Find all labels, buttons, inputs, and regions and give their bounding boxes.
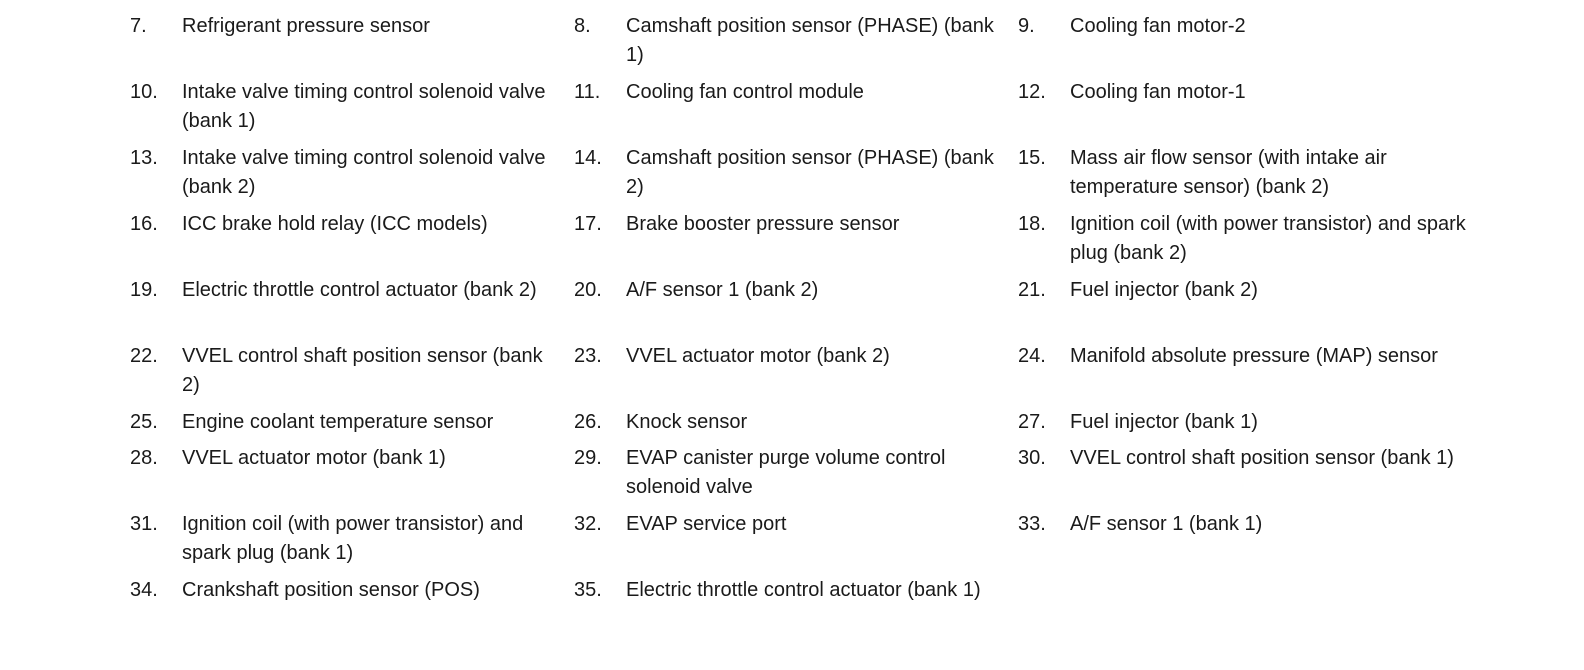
item-description: Fuel injector (bank 1)	[1070, 411, 1258, 433]
item-description: Crankshaft position sensor (POS)	[182, 579, 480, 601]
item-number: 9.	[1018, 15, 1035, 37]
item-number: 31.	[130, 513, 158, 535]
item-description: Electric throttle control actuator (bank…	[182, 279, 537, 301]
item-description: A/F sensor 1 (bank 1)	[1070, 513, 1263, 535]
item-number: 35.	[574, 579, 602, 601]
item-number: 13.	[130, 147, 158, 169]
item-number: 28.	[130, 447, 158, 469]
item-description: VVEL actuator motor (bank 1)	[182, 447, 446, 469]
item-number: 25.	[130, 411, 158, 433]
item-description: Electric throttle control actuator (bank…	[626, 579, 981, 601]
item-number: 17.	[574, 213, 602, 235]
item-number: 8.	[574, 15, 591, 37]
item-number: 21.	[1018, 279, 1046, 301]
item-number: 32.	[574, 513, 602, 535]
item-number: 12.	[1018, 81, 1046, 103]
item-number: 10.	[130, 81, 158, 103]
item-description: VVEL control shaft position sensor (bank…	[182, 345, 543, 396]
item-number: 33.	[1018, 513, 1046, 535]
item-description: Brake booster pressure sensor	[626, 213, 900, 235]
item-number: 19.	[130, 279, 158, 301]
item-number: 16.	[130, 213, 158, 235]
item-description: VVEL actuator motor (bank 2)	[626, 345, 890, 367]
item-description: Engine coolant temperature sensor	[182, 411, 494, 433]
item-description: A/F sensor 1 (bank 2)	[626, 279, 819, 301]
item-description: EVAP service port	[626, 513, 787, 535]
item-number: 11.	[574, 81, 601, 103]
item-description: Cooling fan motor-1	[1070, 81, 1246, 103]
item-number: 24.	[1018, 345, 1046, 367]
item-number: 20.	[574, 279, 602, 301]
item-description: Ignition coil (with power transistor) an…	[1070, 213, 1466, 264]
item-description: Camshaft position sensor (PHASE) (bank 1…	[626, 15, 994, 66]
item-description: Cooling fan control module	[626, 81, 864, 103]
item-description: Mass air flow sensor (with intake air te…	[1070, 147, 1387, 198]
item-description: Intake valve timing control solenoid val…	[182, 147, 546, 198]
item-description: Knock sensor	[626, 411, 748, 433]
item-number: 22.	[130, 345, 158, 367]
item-description: Ignition coil (with power transistor) an…	[182, 513, 524, 564]
item-description: Camshaft position sensor (PHASE) (bank 2…	[626, 147, 994, 198]
item-description: Intake valve timing control solenoid val…	[182, 81, 546, 132]
item-number: 7.	[130, 15, 147, 37]
item-description: VVEL control shaft position sensor (bank…	[1070, 447, 1454, 469]
item-number: 26.	[574, 411, 602, 433]
item-number: 27.	[1018, 411, 1046, 433]
item-number: 29.	[574, 447, 602, 469]
item-number: 30.	[1018, 447, 1046, 469]
item-number: 18.	[1018, 213, 1046, 235]
item-description: EVAP canister purge volume control solen…	[626, 447, 946, 498]
item-description: Cooling fan motor-2	[1070, 15, 1246, 37]
item-number: 15.	[1018, 147, 1046, 169]
item-number: 14.	[574, 147, 602, 169]
item-description: ICC brake hold relay (ICC models)	[182, 213, 488, 235]
item-description: Fuel injector (bank 2)	[1070, 279, 1258, 301]
item-description: Refrigerant pressure sensor	[182, 15, 430, 37]
item-description: Manifold absolute pressure (MAP) sensor	[1070, 345, 1438, 367]
item-number: 23.	[574, 345, 602, 367]
item-number: 34.	[130, 579, 158, 601]
